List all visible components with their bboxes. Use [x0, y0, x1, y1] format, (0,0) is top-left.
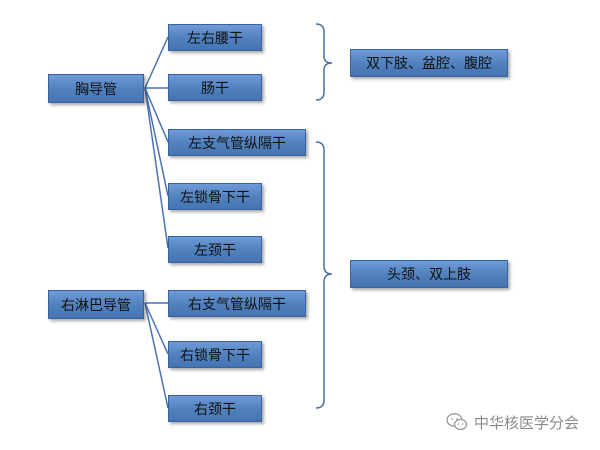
thoracic-duct-box: 胸导管	[48, 74, 144, 103]
upper-region-box: 头颈、双上肢	[350, 260, 508, 288]
watermark: 中华核医学分会	[446, 410, 579, 434]
bracket-lower-region	[315, 23, 333, 101]
upper-region-label: 头颈、双上肢	[387, 267, 471, 283]
left-lumbar-trunk-box: 左右腰干	[168, 24, 262, 51]
right-subclavian-trunk-box: 右锁骨下干	[168, 341, 262, 368]
left-subclavian-trunk-label: 左锁骨下干	[180, 189, 250, 206]
lower-region-label: 双下肢、盆腔、腹腔	[366, 56, 492, 72]
thoracic-duct-label: 胸导管	[75, 81, 117, 98]
line-thoracic-lumbar	[144, 36, 169, 89]
left-bronchomediastinal-trunk-box: 左支气管纵隔干	[168, 129, 306, 156]
line-right-subclavian	[144, 302, 169, 355]
left-jugular-trunk-box: 左颈干	[168, 236, 262, 263]
left-jugular-trunk-label: 左颈干	[194, 242, 236, 259]
right-subclavian-trunk-label: 右锁骨下干	[180, 347, 250, 364]
right-jugular-trunk-label: 右颈干	[194, 401, 236, 418]
lower-region-box: 双下肢、盆腔、腹腔	[350, 49, 508, 77]
wechat-icon	[446, 413, 468, 431]
bracket-upper-region	[315, 141, 333, 409]
line-thoracic-left-subclavian	[144, 87, 169, 197]
left-lumbar-trunk-label: 左右腰干	[187, 30, 243, 47]
right-lymphatic-duct-box: 右淋巴导管	[48, 290, 144, 319]
watermark-text: 中华核医学分会	[474, 413, 580, 432]
left-subclavian-trunk-box: 左锁骨下干	[168, 183, 262, 210]
right-bronchomediastinal-trunk-label: 右支气管纵隔干	[188, 296, 286, 313]
line-thoracic-left-jugular	[144, 87, 169, 249]
line-right-jugular	[144, 302, 169, 409]
right-jugular-trunk-box: 右颈干	[168, 395, 262, 422]
right-bronchomediastinal-trunk-box: 右支气管纵隔干	[168, 290, 306, 317]
line-thoracic-left-bronchomediastinal	[144, 87, 169, 143]
intestinal-trunk-box: 肠干	[168, 74, 262, 101]
intestinal-trunk-label: 肠干	[201, 80, 229, 97]
right-lymphatic-duct-label: 右淋巴导管	[61, 297, 131, 314]
left-bronchomediastinal-trunk-label: 左支气管纵隔干	[188, 135, 286, 152]
